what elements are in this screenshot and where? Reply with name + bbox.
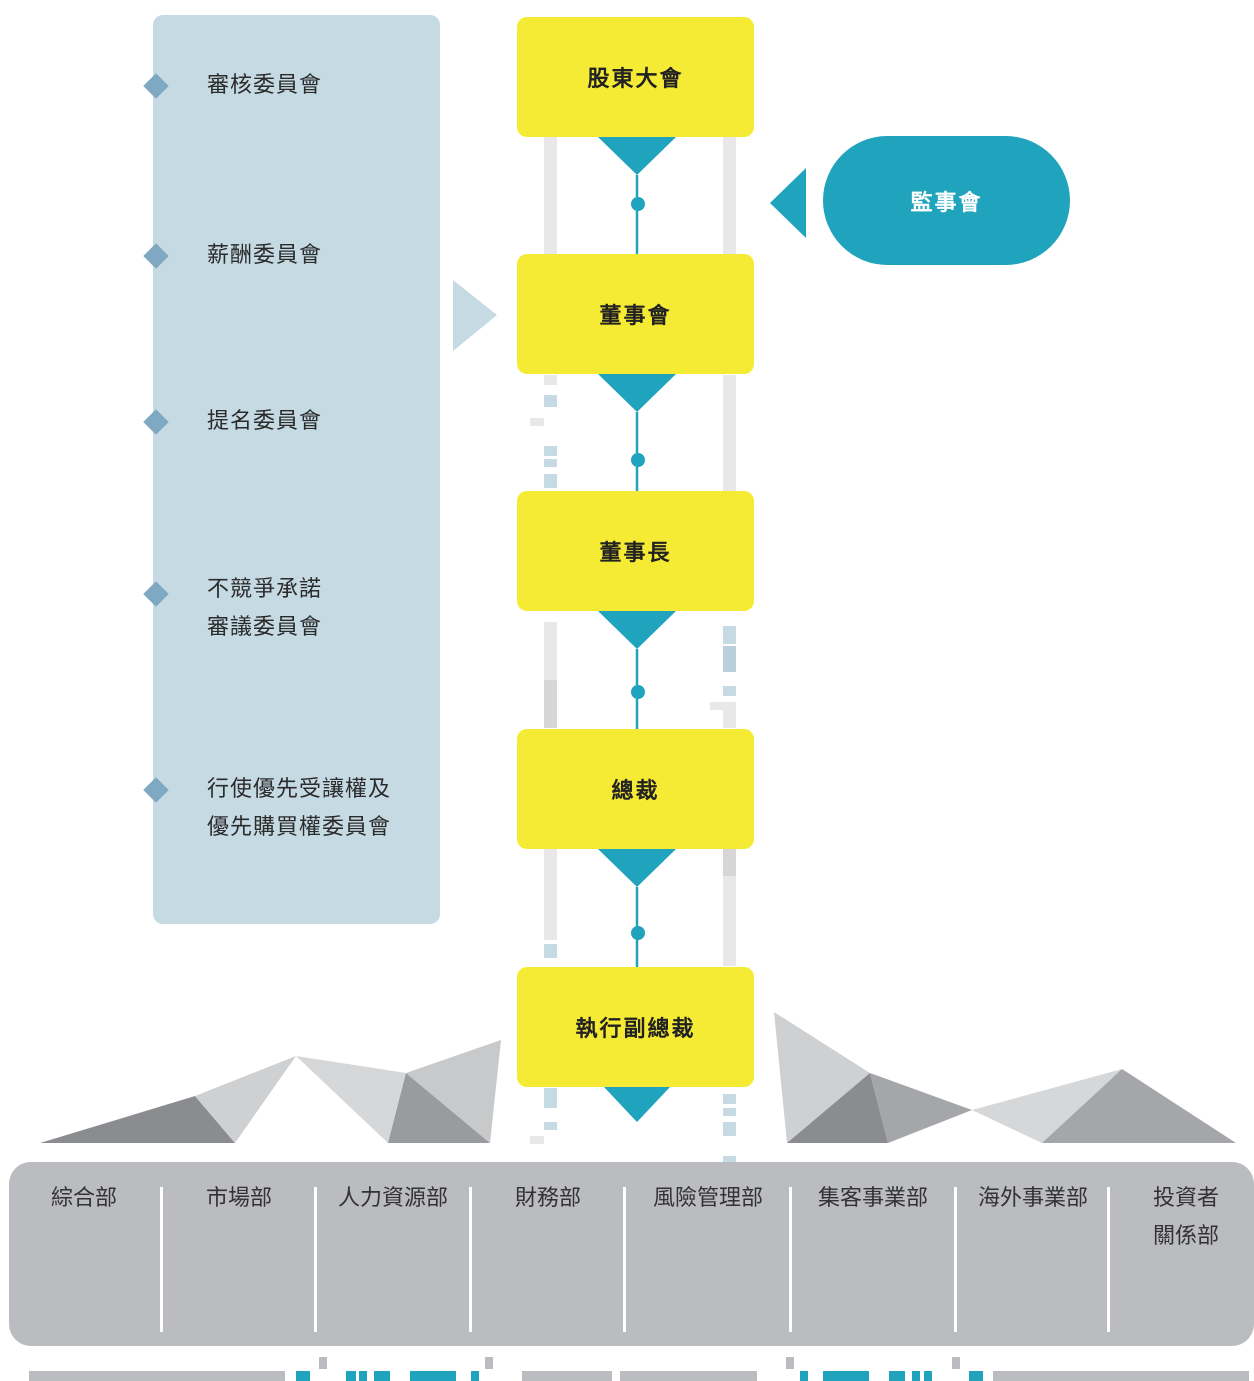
department-item: 海外事業部 xyxy=(977,1186,1088,1211)
org-box-label: 總裁 xyxy=(611,779,660,804)
department-divider xyxy=(314,1187,317,1332)
department-divider xyxy=(469,1187,472,1332)
org-box-chairman: 董事長 xyxy=(517,491,754,611)
supervisory-board: 監事會 xyxy=(823,136,1070,265)
committee-label: 行使優先受讓權及 優先購買權委員會 xyxy=(207,777,392,840)
department-item: 風險管理部 xyxy=(652,1186,763,1211)
bottom-strip xyxy=(29,1357,1249,1381)
departments-bar: 綜合部 市場部 人力資源部 財務部 風險管理部 集客事業部 海外事業部 投資者 … xyxy=(9,1162,1254,1346)
department-item: 綜合部 xyxy=(50,1186,117,1211)
org-box-label: 股東大會 xyxy=(587,67,684,92)
department-divider xyxy=(623,1187,626,1332)
hierarchy-connectors xyxy=(598,137,676,1122)
committee-arrow xyxy=(453,280,497,351)
org-box-label: 董事長 xyxy=(599,541,672,566)
department-item: 集客事業部 xyxy=(817,1186,928,1211)
org-box-board: 董事會 xyxy=(517,254,754,374)
department-item: 投資者 關係部 xyxy=(1152,1186,1219,1249)
department-divider xyxy=(954,1187,957,1332)
department-divider xyxy=(1107,1187,1110,1332)
department-item: 人力資源部 xyxy=(337,1186,448,1211)
org-box-label: 執行副總裁 xyxy=(575,1017,696,1042)
committee-label: 提名委員會 xyxy=(207,409,323,434)
left-mountains xyxy=(40,1040,501,1143)
department-divider xyxy=(160,1187,163,1332)
org-box-shareholders-meeting: 股東大會 xyxy=(517,17,754,137)
department-item: 市場部 xyxy=(205,1186,272,1211)
committee-label: 審核委員會 xyxy=(207,73,323,98)
committee-label: 不競爭承諾 審議委員會 xyxy=(207,577,323,640)
org-box-executive-vp: 執行副總裁 xyxy=(517,967,754,1087)
right-mountains xyxy=(774,1012,1236,1143)
org-box-label: 董事會 xyxy=(599,304,672,329)
org-box-president: 總裁 xyxy=(517,729,754,849)
supervisor-arrow xyxy=(770,168,806,238)
department-item: 財務部 xyxy=(514,1186,581,1211)
department-divider xyxy=(789,1187,792,1332)
supervisory-board-label: 監事會 xyxy=(910,190,983,216)
committee-label: 薪酬委員會 xyxy=(207,243,323,268)
committee-panel: 審核委員會 薪酬委員會 提名委員會 不競爭承諾 審議委員會 行使優先受讓權及 優… xyxy=(143,15,440,924)
